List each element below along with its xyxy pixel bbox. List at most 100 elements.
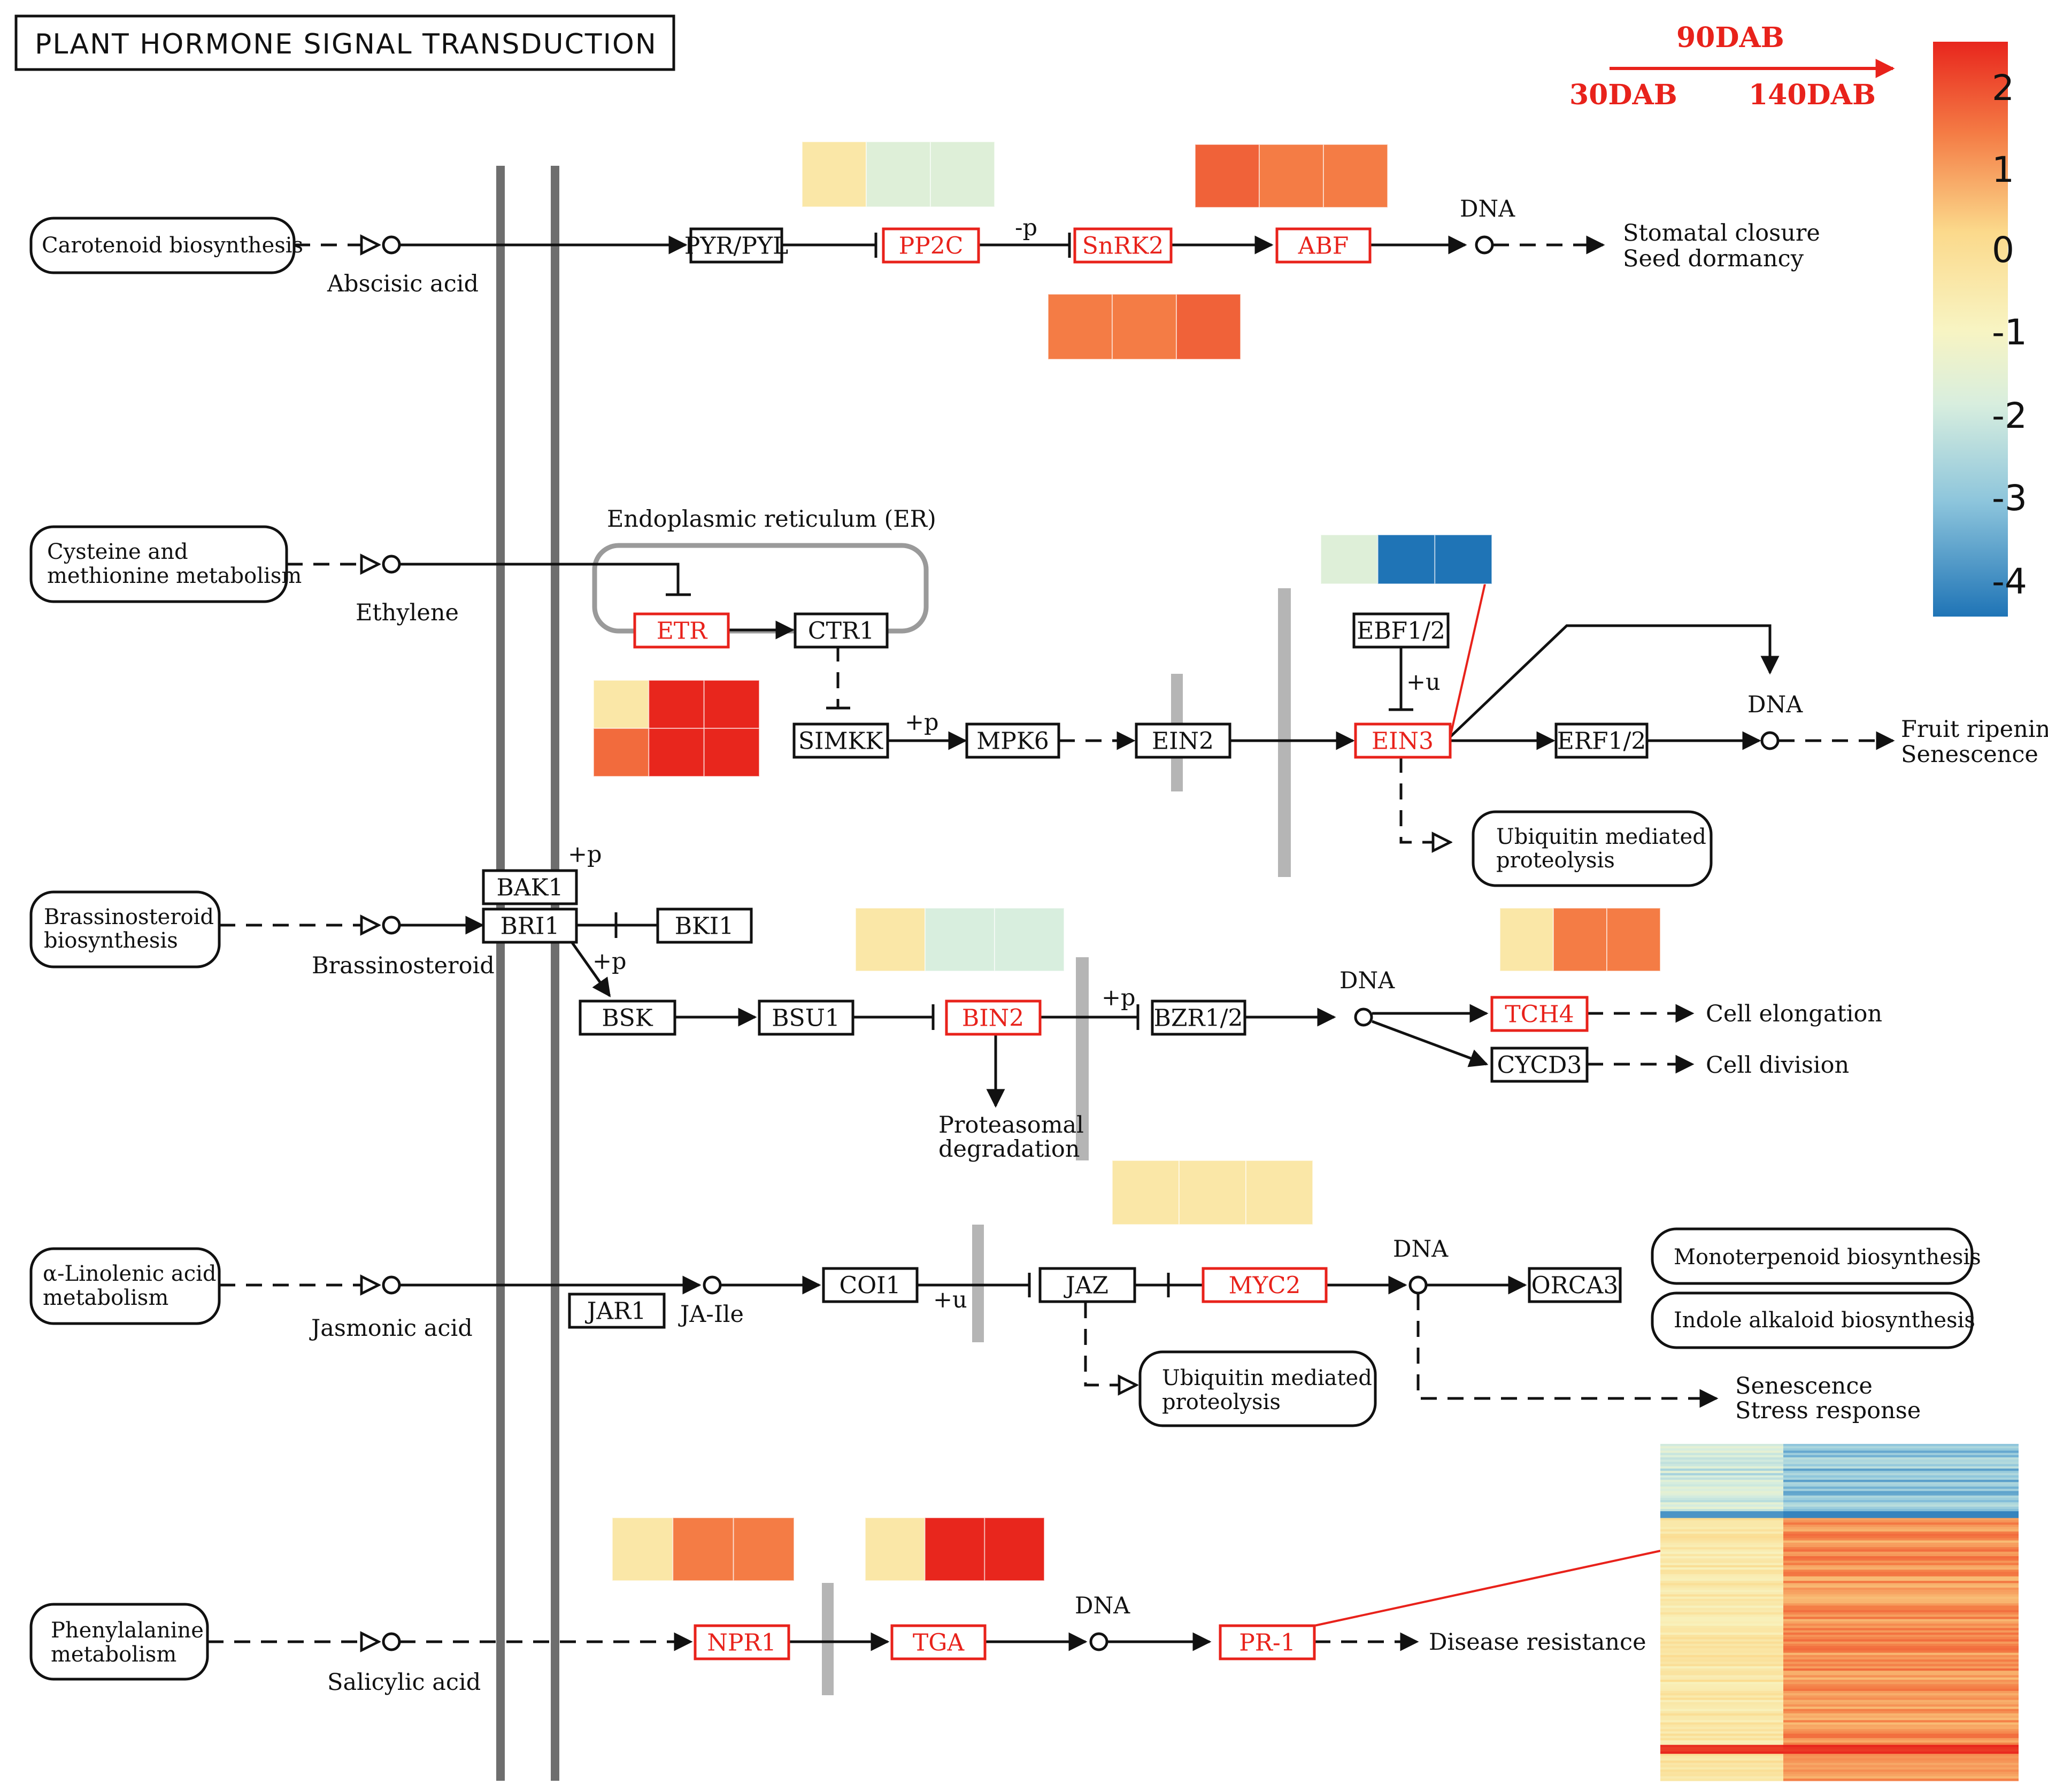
heatmap-cell-snrk2 — [1195, 144, 1260, 208]
pathway-linolenic-label-1: α-Linolenic acid — [43, 1262, 217, 1286]
dna-jasmonic[interactable] — [1408, 1275, 1428, 1295]
pr1-heatmap-row — [1660, 1641, 1783, 1644]
pr1-heatmap-row — [1783, 1736, 2019, 1739]
gene-tga[interactable]: TGA — [890, 1624, 987, 1660]
gene-erf12[interactable]: ERF1/2 — [1554, 722, 1649, 759]
pathway-ubiquitin-label-1: Ubiquitin mediated — [1496, 825, 1706, 849]
gene-bin2[interactable]: BIN2 — [945, 999, 1042, 1036]
gene-bki1[interactable]: BKI1 — [656, 907, 753, 944]
pr1-heatmap-row — [1783, 1751, 2019, 1755]
gene-ctr1[interactable]: CTR1 — [794, 612, 889, 649]
dna-salicylic[interactable] — [1089, 1632, 1108, 1651]
pr1-heatmap-row — [1783, 1471, 2019, 1474]
gene-cycd3[interactable]: CYCD3 — [1490, 1047, 1589, 1083]
gene-ein2[interactable]: EIN2 — [1135, 722, 1231, 759]
compound-salicylic-acid[interactable] — [382, 1632, 401, 1651]
compound-ethylene[interactable] — [382, 555, 401, 574]
pr1-heatmap-row — [1783, 1682, 2019, 1685]
gene-nodes: PYR/PYL PP2C SnRK2 ABF ETR CTR1 SIMKK MP… — [482, 227, 1649, 1660]
gene-tga-label: TGA — [913, 1629, 965, 1657]
pr1-heatmap-row — [1783, 1529, 2019, 1532]
gene-bri1[interactable]: BRI1 — [482, 907, 578, 944]
gene-pyr-pyl[interactable]: PYR/PYL — [684, 227, 788, 264]
dna-ethylene[interactable] — [1760, 731, 1780, 750]
gene-bak1-label: BAK1 — [497, 874, 564, 902]
gene-bak1[interactable]: BAK1 — [482, 869, 578, 905]
expression-heatmaps — [593, 141, 1661, 1581]
gene-myc2[interactable]: MYC2 — [1202, 1267, 1328, 1303]
boundary-npr1 — [822, 1583, 834, 1695]
pr1-heatmap-row — [1783, 1713, 2019, 1716]
gene-snrk2-label: SnRK2 — [1082, 233, 1164, 260]
gene-jar1[interactable]: JAR1 — [568, 1293, 666, 1329]
gene-snrk2[interactable]: SnRK2 — [1073, 227, 1173, 264]
gene-tch4[interactable]: TCH4 — [1490, 996, 1589, 1032]
gene-cycd3-label: CYCD3 — [1497, 1052, 1582, 1079]
compound-abscisic-acid[interactable] — [382, 235, 401, 255]
pr1-heatmap-row — [1660, 1624, 1783, 1626]
pr1-heatmap-row — [1783, 1749, 2019, 1752]
pr1-heatmap-row — [1660, 1731, 1783, 1734]
pr1-heatmap-row — [1783, 1630, 2019, 1633]
color-scale-bar — [1933, 42, 2008, 617]
gene-orca3[interactable]: ORCA3 — [1528, 1267, 1622, 1303]
gene-jaz[interactable]: JAZ — [1038, 1267, 1136, 1303]
edge — [1399, 757, 1450, 842]
pr1-heatmap-row — [1660, 1478, 1783, 1480]
gene-myc2-label: MYC2 — [1229, 1272, 1301, 1299]
pr1-heatmap-row — [1783, 1540, 2019, 1543]
dna-brassinosteroid[interactable] — [1354, 1007, 1373, 1027]
scale-tick: -3 — [1992, 478, 2027, 519]
pr1-heatmap-row — [1783, 1565, 2019, 1568]
pr1-heatmap-row — [1660, 1534, 1783, 1536]
gene-simkk[interactable]: SIMKK — [792, 722, 889, 759]
gene-pr1[interactable]: PR-1 — [1219, 1624, 1316, 1660]
heatmap-cell-etr — [703, 728, 760, 777]
gene-bsu1[interactable]: BSU1 — [758, 999, 854, 1036]
pathway-indole[interactable] — [1651, 1291, 1974, 1349]
pr1-heatmap-row — [1660, 1677, 1783, 1680]
pr1-heatmap-row — [1660, 1601, 1783, 1604]
pr1-heatmap-row — [1783, 1542, 2019, 1545]
pr1-heatmap-row — [1783, 1579, 2019, 1581]
pr1-heatmap-row — [1783, 1522, 2019, 1525]
gene-pp2c[interactable]: PP2C — [882, 227, 980, 264]
gene-bzr12[interactable]: BZR1/2 — [1151, 999, 1246, 1036]
pr1-heatmap-row — [1783, 1767, 2019, 1770]
pr1-heatmap-row — [1660, 1518, 1783, 1521]
gene-mpk6[interactable]: MPK6 — [965, 722, 1060, 759]
scale-tick: -1 — [1992, 312, 2027, 353]
gene-ein3[interactable]: EIN3 — [1354, 722, 1452, 759]
pathway-monoterpenoid[interactable] — [1651, 1227, 1974, 1285]
outcome-senescence: Senescence — [1735, 1373, 1873, 1399]
outcome-cell-elongation: Cell elongation — [1706, 1001, 1882, 1027]
pr1-heatmap-row — [1783, 1605, 2019, 1609]
pr1-heatmap-row — [1783, 1484, 2019, 1487]
compound-brassinosteroid[interactable] — [382, 916, 401, 935]
gene-etr[interactable]: ETR — [633, 612, 730, 649]
pr1-heatmap-row — [1783, 1632, 2019, 1635]
pr1-heatmap-row — [1660, 1758, 1783, 1761]
pathway-ubiquitin-jasmonic[interactable] — [1138, 1350, 1377, 1427]
gene-jaz-label: JAZ — [1064, 1272, 1108, 1299]
gene-ebf12[interactable]: EBF1/2 — [1352, 612, 1450, 649]
pr1-heatmap-row — [1783, 1617, 2019, 1620]
gene-coi1[interactable]: COI1 — [822, 1267, 919, 1303]
gene-abf[interactable]: ABF — [1275, 227, 1372, 264]
pr1-heatmap-row — [1660, 1763, 1783, 1766]
pr1-heatmap-row — [1660, 1531, 1783, 1534]
pathway-brassinosteroid[interactable] — [29, 890, 221, 968]
heatmap-cell-npr1 — [733, 1517, 795, 1581]
outcome-cell-division: Cell division — [1706, 1052, 1849, 1079]
jasmonic-row: α-Linolenic acid metabolism Jasmonic aci… — [29, 1227, 1981, 1427]
pr1-heatmap-row — [1783, 1520, 2019, 1523]
pathway-ubiquitin-ethylene[interactable] — [1472, 810, 1713, 887]
pr1-heatmap-row — [1660, 1628, 1783, 1631]
gene-npr1[interactable]: NPR1 — [694, 1624, 790, 1660]
compound-jasmonic-acid[interactable] — [382, 1275, 401, 1295]
compound-ja-ile[interactable] — [703, 1275, 722, 1295]
pr1-heatmap-row — [1783, 1648, 2019, 1651]
pr1-heatmap-row — [1660, 1567, 1783, 1570]
gene-bsk[interactable]: BSK — [579, 999, 676, 1036]
dna-aba[interactable] — [1475, 235, 1494, 255]
